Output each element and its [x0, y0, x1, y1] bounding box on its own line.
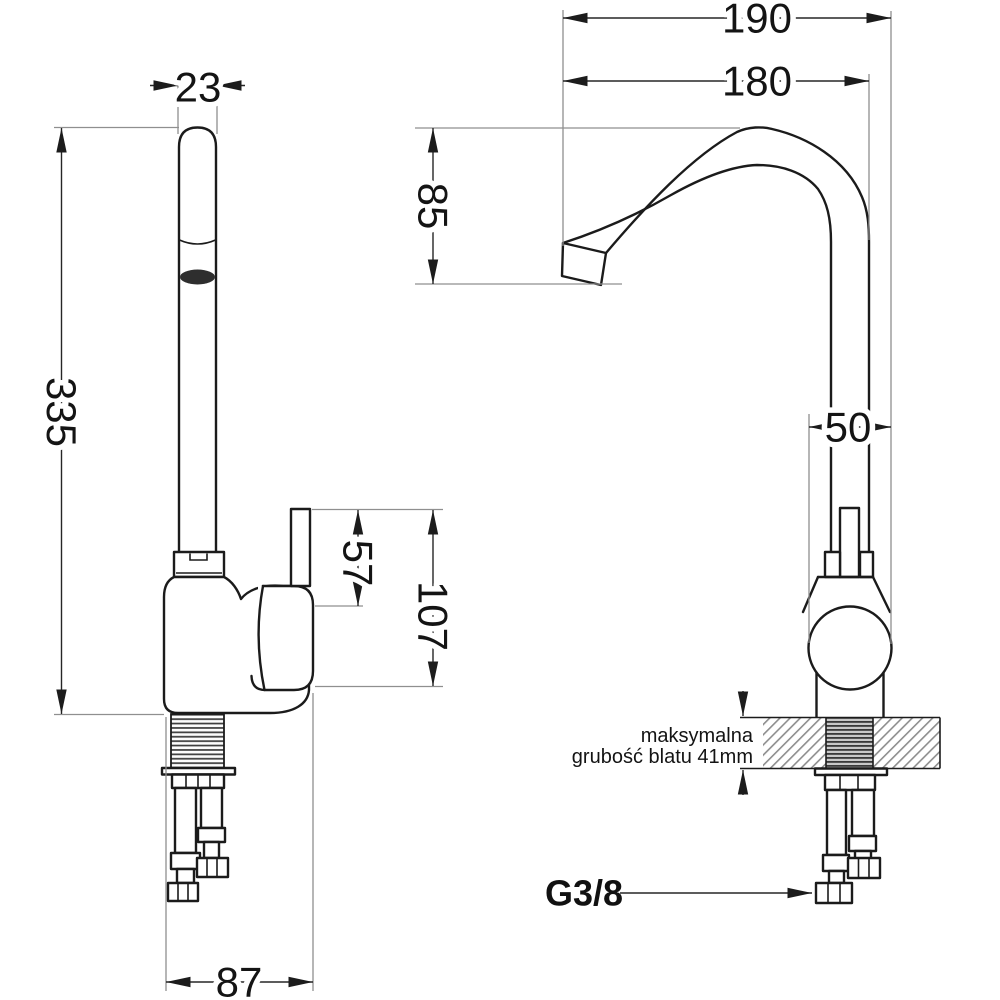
- aerator-outlet: [180, 269, 215, 285]
- countertop-note-line2: grubość blatu 41mm: [572, 746, 753, 768]
- dim-85-label: 85: [410, 183, 457, 230]
- spout-outer-edge: [604, 126, 871, 555]
- mounting-shank-threads-side: [170, 713, 225, 769]
- dim-180-label: 180: [722, 58, 792, 105]
- dimension-total-reach-190: 190: [562, 0, 892, 644]
- dim-335-label: 335: [38, 377, 85, 447]
- collar-notch: [189, 553, 208, 561]
- dimension-spout-drop-85: 85: [404, 127, 740, 285]
- aerator-seam: [179, 239, 216, 245]
- dim-87-label: 87: [216, 959, 263, 1000]
- side-view: [160, 126, 315, 903]
- handle-cap-tab-left: [823, 550, 842, 579]
- dimension-lever-57: 57: [312, 508, 443, 607]
- front-view: [560, 126, 941, 905]
- spout-bend-fill: [562, 127, 869, 579]
- handle-housing-outline: [250, 584, 315, 692]
- dim-57-label: 57: [335, 540, 382, 587]
- dimension-base-87: 87: [165, 693, 314, 1000]
- countertop-note-line1: maksymalna: [641, 725, 754, 747]
- dimension-total-height-335: 335: [33, 126, 179, 716]
- dim-50-label: 50: [825, 404, 872, 451]
- hose-fittings-side: [170, 773, 226, 790]
- countertop-thickness-callout: maksymalna grubość blatu 41mm: [569, 691, 757, 795]
- spout-inner-edge: [561, 163, 833, 555]
- supply-hoses-front: [814, 788, 882, 905]
- handle-cap-seam: [257, 584, 266, 692]
- spout-outlet-cap: [560, 241, 608, 287]
- dim-23-label: 23: [175, 64, 222, 111]
- handle-dome: [801, 575, 892, 614]
- spout-pipe-side: [177, 126, 218, 564]
- mounting-nut-front: [823, 773, 877, 792]
- dimension-spout-width-23: 23: [150, 58, 245, 134]
- g38-label: G3/8: [545, 873, 623, 914]
- supply-hoses-side: [166, 786, 230, 903]
- countertop-section: [740, 716, 941, 770]
- handle-lever-side: [289, 507, 312, 588]
- handle-cap-tab-right: [858, 550, 875, 579]
- mixer-knob: [807, 605, 893, 691]
- dim-107-label: 107: [410, 581, 457, 651]
- thread-callout-g38: G3/8: [545, 873, 812, 914]
- dimension-spout-reach-180: 180: [563, 52, 870, 240]
- dimension-body-50: 50: [808, 398, 891, 643]
- handle-lever-front: [838, 506, 861, 579]
- dim-190-label: 190: [722, 0, 792, 42]
- dimension-handle-107: 107: [315, 510, 462, 688]
- handle-housing-fill: [258, 586, 313, 690]
- mounting-shank-threads-front: [826, 717, 873, 769]
